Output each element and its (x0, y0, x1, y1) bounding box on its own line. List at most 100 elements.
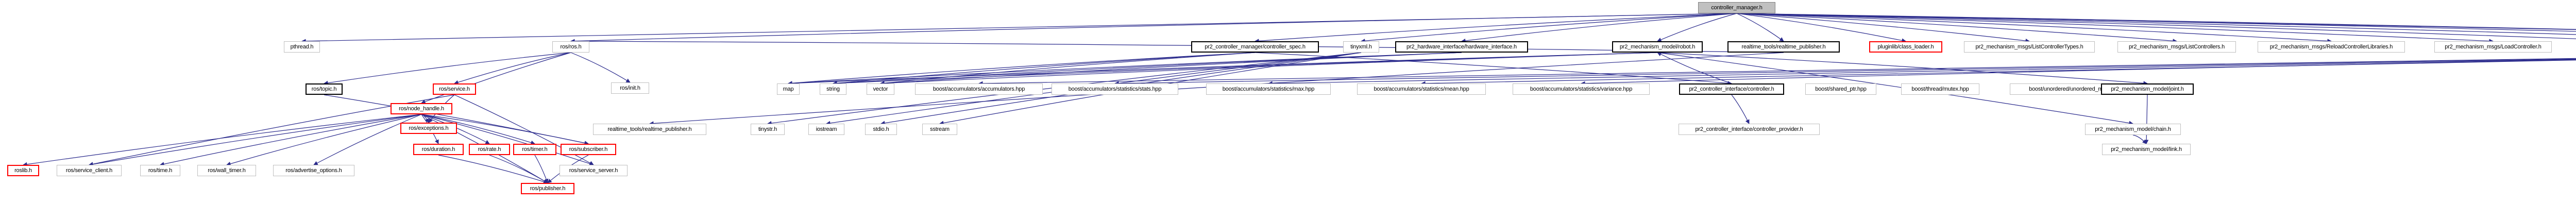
graph-node-ros-rate-h[interactable]: ros/rate.h (469, 144, 510, 155)
graph-node-sstream[interactable]: sstream (922, 124, 957, 135)
graph-node-map[interactable]: map (777, 83, 800, 95)
graph-node-pr2-mechanism-model-robot-h[interactable]: pr2_mechanism_model/robot.h (1612, 41, 1703, 53)
graph-edge (313, 114, 422, 165)
graph-node-string[interactable]: string (820, 83, 846, 95)
graph-node-stdio-h[interactable]: stdio.h (865, 124, 897, 135)
graph-node-ros-time-h[interactable]: ros/time.h (140, 165, 180, 176)
graph-edge (23, 114, 422, 167)
graph-node-pr2-mechanism-model-joint-h[interactable]: pr2_mechanism_model/joint.h (2101, 83, 2194, 95)
graph-node-label: ros/service_server.h (569, 167, 618, 174)
graph-node-label: pr2_controller_interface/controller.h (1689, 86, 1774, 92)
graph-node-label: pr2_mechanism_model/chain.h (2095, 126, 2171, 132)
graph-edge (880, 52, 1658, 86)
graph-node-vector[interactable]: vector (867, 83, 894, 95)
graph-node-boost-accumulators-statistics-max-hpp[interactable]: boost/accumulators/statistics/max.hpp (1206, 83, 1331, 95)
graph-node-ros-topic-h[interactable]: ros/topic.h (306, 83, 343, 95)
graph-edge (1255, 13, 1737, 43)
graph-node-realtime-tools-realtime-publisher-h[interactable]: realtime_tools/realtime_publisher.h (593, 124, 706, 135)
graph-node-boost-accumulators-accumulators-hpp[interactable]: boost/accumulators/accumulators.hpp (915, 83, 1043, 95)
graph-edge (1736, 13, 2576, 30)
graph-node-label: boost/accumulators/accumulators.hpp (933, 86, 1025, 92)
graph-node-ros-node-handle-h[interactable]: ros/node_handle.h (391, 103, 452, 114)
graph-node-roslib-h[interactable]: roslib.h (7, 165, 39, 176)
graph-node-label: stdio.h (873, 126, 889, 132)
graph-edge (1255, 52, 1732, 86)
graph-node-label: pr2_controller_manager/controller_spec.h (1205, 44, 1306, 50)
graph-edge (421, 114, 594, 166)
graph-edge (89, 114, 422, 166)
graph-edge (1114, 57, 2576, 86)
graph-node-pr2-mechanism-msgs-listcontrollertypes-h[interactable]: pr2_mechanism_msgs/ListControllerTypes.h (1964, 41, 2095, 53)
graph-node-boost-shared-ptr-hpp[interactable]: boost/shared_ptr.hpp (1805, 83, 1876, 95)
graph-node-label: pr2_mechanism_model/joint.h (2111, 86, 2184, 92)
graph-node-label: ros/ros.h (560, 44, 582, 50)
graph-edge (1657, 52, 1732, 84)
graph-node-label: pthread.h (290, 44, 314, 50)
graph-node-label: ros/duration.h (421, 146, 455, 153)
graph-node-pluginlib-class-loader-h[interactable]: pluginlib/class_loader.h (1869, 41, 1942, 53)
graph-node-ros-ros-h[interactable]: ros/ros.h (552, 41, 589, 53)
graph-edge (1421, 58, 2576, 86)
graph-node-ros-advertise-options-h[interactable]: ros/advertise_options.h (273, 165, 354, 176)
graph-node-label: ros/publisher.h (530, 185, 566, 192)
graph-node-label: ros/time.h (148, 167, 173, 174)
graph-edge (1736, 13, 1906, 43)
graph-node-label: boost/accumulators/statistics/max.hpp (1222, 86, 1315, 92)
graph-edge (324, 52, 571, 86)
graph-edge (421, 114, 429, 123)
graph-edge (1736, 13, 2576, 29)
graph-node-pr2-hardware-interface-hardware-interface-h[interactable]: pr2_hardware_interface/hardware_interfac… (1395, 41, 1528, 53)
graph-node-realtime-tools-realtime-publisher-h[interactable]: realtime_tools/realtime_publisher.h (1727, 41, 1840, 53)
graph-edge (788, 52, 1658, 86)
graph-node-label: string (826, 86, 840, 92)
graph-node-label: ros/service_client.h (65, 167, 113, 174)
graph-edge (1361, 13, 1737, 43)
graph-node-ros-subscriber-h[interactable]: ros/subscriber.h (561, 144, 616, 155)
graph-node-boost-accumulators-statistics-variance-hpp[interactable]: boost/accumulators/statistics/variance.h… (1513, 83, 1650, 95)
graph-node-boost-accumulators-statistics-stats-hpp[interactable]: boost/accumulators/statistics/stats.hpp (1052, 83, 1178, 95)
graph-node-label: roslib.h (14, 167, 32, 174)
graph-node-label: pr2_mechanism_model/link.h (2111, 146, 2182, 153)
graph-node-pr2-controller-interface-controller-provider-h[interactable]: pr2_controller_interface/controller_prov… (1679, 124, 1820, 135)
graph-node-ros-service-client-h[interactable]: ros/service_client.h (57, 165, 122, 176)
graph-node-boost-accumulators-statistics-mean-hpp[interactable]: boost/accumulators/statistics/mean.hpp (1357, 83, 1486, 95)
graph-node-pr2-mechanism-msgs-listcontrollers-h[interactable]: pr2_mechanism_msgs/ListControllers.h (2117, 41, 2236, 53)
graph-edge (2132, 134, 2147, 144)
graph-node-label: tinystr.h (758, 126, 777, 132)
graph-node-tinystr-h[interactable]: tinystr.h (751, 124, 785, 135)
graph-node-pr2-controller-interface-controller-h[interactable]: pr2_controller_interface/controller.h (1679, 83, 1784, 95)
graph-edge (570, 52, 631, 83)
graph-edge (880, 52, 1462, 86)
graph-node-ros-timer-h[interactable]: ros/timer.h (513, 144, 556, 155)
graph-node-ros-service-server-h[interactable]: ros/service_server.h (560, 165, 628, 176)
graph-node-ros-duration-h[interactable]: ros/duration.h (413, 144, 464, 155)
graph-node-iostream[interactable]: iostream (808, 124, 844, 135)
graph-node-label: ros/node_handle.h (399, 106, 444, 112)
graph-node-label: ros/wall_timer.h (208, 167, 246, 174)
graph-node-label: controller_manager.h (1711, 5, 1762, 11)
graph-node-label: pr2_hardware_interface/hardware_interfac… (1406, 44, 1517, 50)
graph-edge (438, 155, 548, 184)
graph-node-label: pr2_controller_interface/controller_prov… (1695, 126, 1803, 132)
graph-node-boost-thread-mutex-hpp[interactable]: boost/thread/mutex.hpp (1901, 83, 1979, 95)
graph-node-label: ros/timer.h (522, 146, 548, 153)
graph-node-ros-publisher-h[interactable]: ros/publisher.h (521, 183, 574, 194)
graph-node-pthread-h[interactable]: pthread.h (284, 41, 320, 53)
graph-node-tinyxml-h[interactable]: tinyxml.h (1343, 41, 1379, 53)
graph-node-pr2-mechanism-msgs-reloadcontrollerlibraries-h[interactable]: pr2_mechanism_msgs/ReloadControllerLibra… (2258, 41, 2405, 53)
graph-node-label: boost/accumulators/statistics/mean.hpp (1374, 86, 1469, 92)
graph-node-label: boost/accumulators/statistics/variance.h… (1530, 86, 1633, 92)
graph-node-ros-wall-timer-h[interactable]: ros/wall_timer.h (197, 165, 256, 176)
graph-node-pr2-mechanism-model-chain-h[interactable]: pr2_mechanism_model/chain.h (2085, 124, 2181, 135)
graph-node-controller-manager-h[interactable]: controller_manager.h (1698, 2, 1775, 13)
graph-node-ros-init-h[interactable]: ros/init.h (611, 82, 649, 94)
graph-node-pr2-controller-manager-controller-spec-h[interactable]: pr2_controller_manager/controller_spec.h (1191, 41, 1319, 53)
graph-node-pr2-mechanism-model-link-h[interactable]: pr2_mechanism_model/link.h (2102, 144, 2191, 155)
graph-node-ros-exceptions-h[interactable]: ros/exceptions.h (400, 123, 457, 134)
graph-node-label: ros/service.h (439, 86, 470, 92)
graph-node-ros-service-h[interactable]: ros/service.h (433, 83, 476, 95)
graph-node-pr2-mechanism-msgs-loadcontroller-h[interactable]: pr2_mechanism_msgs/LoadController.h (2434, 41, 2552, 53)
graph-edge (788, 52, 1462, 86)
graph-node-label: ros/rate.h (478, 146, 501, 153)
